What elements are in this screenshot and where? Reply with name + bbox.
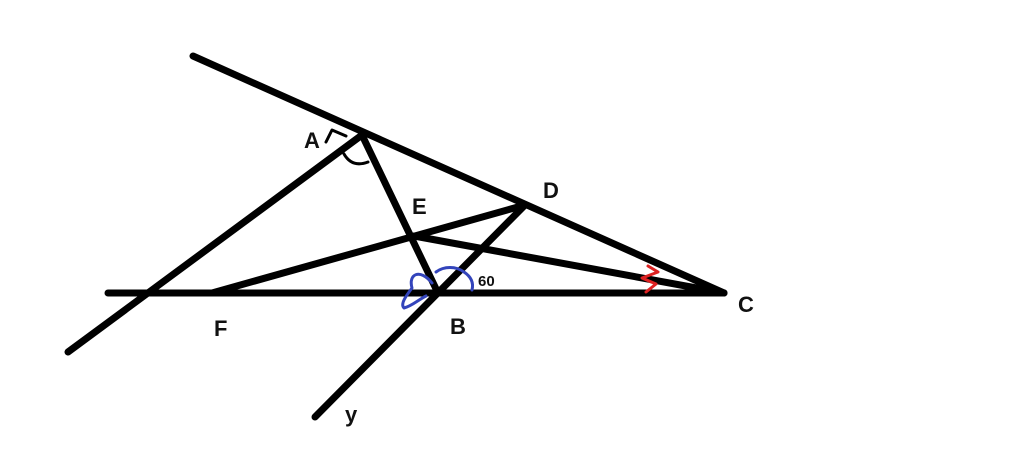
segment-f-d (208, 201, 529, 297)
line-through-f-a (64, 131, 366, 356)
ray-d-b-y (311, 201, 529, 421)
label-d: D (543, 178, 559, 203)
label-c: C (738, 292, 754, 317)
label-f: F (214, 316, 227, 341)
angle-mark-c (640, 264, 660, 294)
segment-e-c (410, 232, 728, 297)
angle-label-60: 60 (478, 273, 495, 290)
segment-a-b (358, 131, 442, 297)
angle-mark-b-right (434, 266, 474, 292)
right-angle-mark-outer (324, 128, 348, 144)
angle-mark-b-left (401, 272, 434, 310)
label-a: A (304, 128, 320, 153)
label-y: y (345, 402, 358, 427)
line-through-a-d-c (189, 52, 728, 297)
label-b: B (450, 314, 466, 339)
right-angle-mark-inner (342, 152, 370, 166)
label-e: E (412, 194, 427, 219)
